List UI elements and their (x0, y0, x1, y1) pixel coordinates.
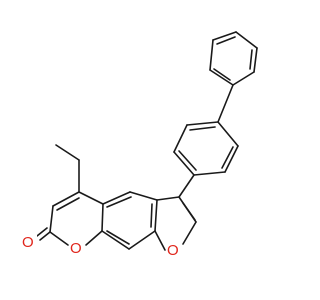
bond-double-inner (189, 126, 216, 131)
bond-double-inner (221, 146, 234, 169)
bond (129, 191, 158, 201)
bond-double-inner (249, 49, 253, 70)
bond (186, 121, 219, 126)
bond-double-inner (178, 150, 197, 171)
bond-double-inner (106, 230, 130, 245)
bond-double-inner (106, 196, 132, 208)
label-backdrop (69, 238, 85, 256)
furan-ring-oxygen-label: O (167, 242, 179, 259)
bond-double-inner (150, 203, 153, 228)
bond (49, 231, 69, 246)
bond (36, 227, 48, 237)
bonds (36, 31, 258, 251)
bond (217, 121, 239, 147)
bond (212, 31, 237, 41)
pyranone-ring-oxygen-label: O (70, 240, 82, 257)
bond (173, 124, 188, 153)
bond (101, 230, 130, 250)
bond (232, 71, 255, 86)
bond (235, 31, 258, 49)
bond-double-inner (216, 36, 236, 45)
bond-double-inner (213, 68, 231, 81)
carbonyl-oxygen-label: O (22, 234, 34, 251)
bond-double-inner (182, 202, 196, 221)
structure-canvas: O O O (21, 31, 258, 259)
bond (55, 144, 80, 161)
bond (39, 231, 51, 241)
bond (154, 199, 158, 232)
bond (154, 230, 166, 251)
bond (173, 151, 195, 176)
bond (224, 145, 239, 173)
bond-double-inner (56, 197, 80, 211)
bond (253, 47, 258, 73)
bond (128, 230, 156, 250)
molecule-structure-diagram: O O O (21, 31, 258, 259)
bond (182, 221, 197, 245)
bond (78, 191, 104, 205)
label-backdrop (21, 232, 37, 250)
bond (101, 203, 104, 232)
label-backdrop (166, 240, 182, 258)
bond (49, 205, 54, 233)
atom-labels: O O O (21, 232, 182, 259)
bond (193, 171, 226, 176)
bond (209, 69, 234, 86)
bond (156, 196, 180, 201)
bond (178, 174, 195, 198)
bond (52, 191, 80, 207)
bond (217, 84, 234, 123)
bond (85, 230, 103, 246)
bond (102, 191, 131, 205)
bond (209, 39, 214, 71)
